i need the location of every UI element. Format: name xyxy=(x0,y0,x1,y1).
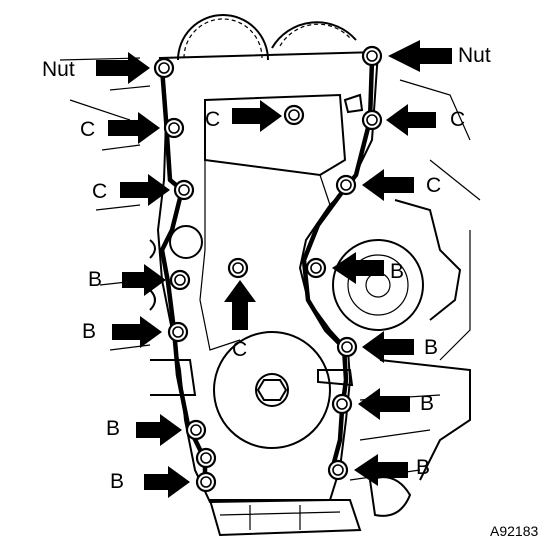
arrow-b-left-4 xyxy=(144,466,190,498)
bolt-c-right-2 xyxy=(335,174,357,196)
bolt-c-left-1 xyxy=(163,117,185,139)
bolt-c-center xyxy=(283,104,305,126)
bolt-b-right-4 xyxy=(327,459,349,481)
arrow-c-right-1 xyxy=(386,104,436,136)
bolt-c-left-2 xyxy=(173,179,195,201)
arrows xyxy=(96,40,452,498)
label-b-left-2: B xyxy=(82,320,96,343)
arrow-c-left-1 xyxy=(108,112,160,144)
label-c-right-1: C xyxy=(450,108,465,131)
label-b-right-4: B xyxy=(416,456,430,479)
camshaft-sprocket-right xyxy=(271,21,357,49)
arrow-b-left-2 xyxy=(112,316,162,348)
label-c-center: C xyxy=(205,108,220,131)
label-b-right-2: B xyxy=(424,336,438,359)
label-b-right-1: B xyxy=(390,260,404,283)
label-c-right-2: C xyxy=(426,174,441,197)
arrow-nut-right xyxy=(388,40,452,72)
label-b-left-3: B xyxy=(106,417,120,440)
bolt-b-right-3 xyxy=(331,393,353,415)
arrow-nut-left xyxy=(96,52,150,84)
camshaft-sprocket-left xyxy=(177,14,269,61)
figure-id: A92183 xyxy=(490,523,538,539)
arrow-b-right-3 xyxy=(358,388,410,420)
label-b-left-4: B xyxy=(110,470,124,493)
arrow-c-center xyxy=(232,100,282,132)
arrow-b-right-4 xyxy=(354,454,408,486)
labels: Nut Nut C C C C C C B B B B B B B B A921… xyxy=(42,44,538,539)
bolt-b-left-1 xyxy=(169,269,191,291)
label-b-left-1: B xyxy=(88,268,102,291)
nut-right xyxy=(361,45,383,67)
bolt-b-left-2 xyxy=(167,321,189,343)
bolt-b-left-4 xyxy=(195,471,217,493)
arrow-c-bottom-center xyxy=(224,280,256,330)
bolt-b-right-2 xyxy=(336,336,358,358)
label-c-left-2: C xyxy=(92,180,107,203)
nut-left xyxy=(153,57,175,79)
label-nut-right: Nut xyxy=(458,44,491,67)
label-nut-left: Nut xyxy=(42,58,75,81)
label-c-left-1: C xyxy=(80,118,95,141)
bolt-c-right-1 xyxy=(361,109,383,131)
arrow-b-right-1 xyxy=(332,252,384,284)
bolt-b-right-1 xyxy=(305,257,327,279)
arrow-c-left-2 xyxy=(120,174,170,206)
bolt-c-bottom-center xyxy=(227,257,249,279)
arrow-c-right-2 xyxy=(362,169,414,201)
arrow-b-left-1 xyxy=(122,264,166,296)
bolts xyxy=(153,45,383,493)
arrow-b-left-3 xyxy=(136,414,182,446)
arrow-b-right-2 xyxy=(362,331,414,363)
bolt-b-left-3 xyxy=(185,419,207,441)
label-c-bottom-center: C xyxy=(232,338,247,361)
bolt-b-left-4a xyxy=(195,447,217,469)
label-b-right-3: B xyxy=(420,392,434,415)
